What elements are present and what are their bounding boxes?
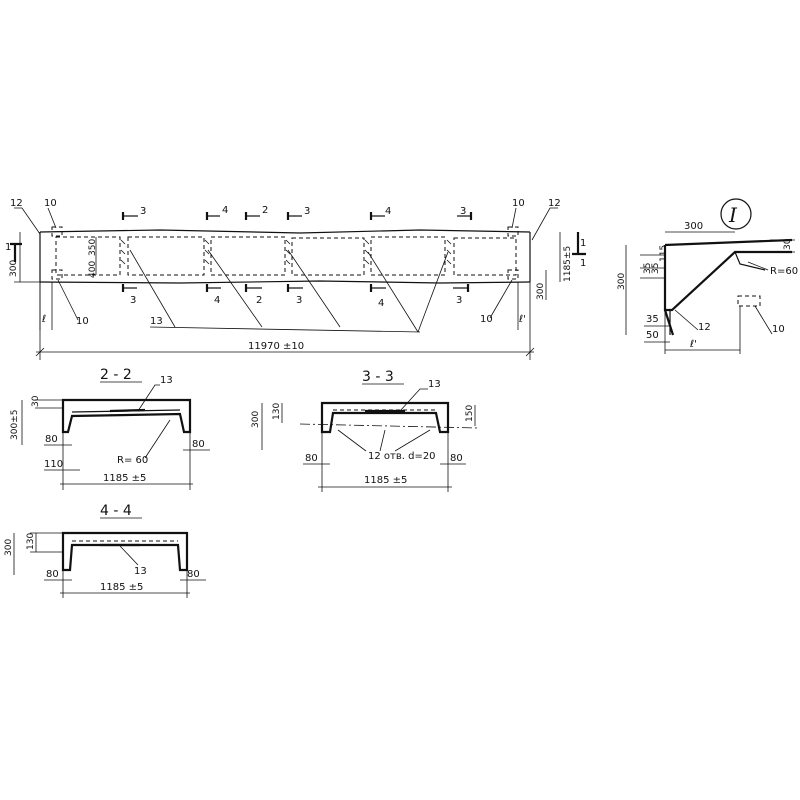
section-2-2: 2 - 2 13 30 300±5 80 80 110 R= 60 1185 ±… [10,367,210,490]
section-3-3-dim-80l: 80 [305,453,318,464]
svg-text:2: 2 [256,295,262,306]
node-I-dim-50: 50 [646,330,659,341]
section-2-2-dim-h: 300±5 [10,410,20,440]
section-4-4-profile [61,531,189,572]
section-2-2-dim-110: 110 [44,459,63,470]
section-2-2-profile [61,398,192,434]
plan-label-12-right: 12 [548,198,561,209]
section-3-3-axis [299,423,479,429]
section-4-4: 4 - 4 300 130 80 80 13 1185 ±5 [4,503,206,598]
node-I-circle [720,198,752,230]
node-I-insert [737,295,761,307]
plan-insert-left-bottom [51,269,63,280]
section-3-3-dim-80r: 80 [450,453,463,464]
plan-dim-width: 1185±5 [563,246,573,282]
plan-label-13: 13 [150,316,163,327]
plan-top-edge [39,229,531,234]
section-3-3-holes: 12 отв. d=20 [368,451,436,462]
section-2-2-dim-80r: 80 [192,439,205,450]
plan-cut1-right: 1 [580,238,586,249]
node-I-l1: ℓ' [690,339,697,350]
section-3-3-width: 1185 ±5 [364,475,407,486]
section-2-2-dim-80l: 80 [45,434,58,445]
svg-text:3: 3 [460,206,466,217]
node-I-label-10: 10 [772,324,785,335]
plan-cut1-left: 1 [5,242,11,253]
node-I-dim-300-vert: 300 [617,273,627,290]
plan-insert-right-top [507,226,519,237]
node-I-dim-35c: 35 [646,314,659,325]
plan-leaders-13 [129,249,449,333]
plan-dim-300-right: 300 [536,283,546,300]
plan-opening-4 [291,237,365,276]
plan-total-length: 11970 ±10 [248,341,304,352]
plan-view: 13 3 4 2 3 4 3 3 4 2 3 4 [5,198,586,360]
section-4-4-dim-80r: 80 [187,569,200,580]
section-2-2-dim-30: 30 [31,395,41,407]
plan-bottom-edge [39,280,531,284]
svg-text:4: 4 [385,206,391,217]
plan-cut-markers-top: 3 4 2 3 4 3 [121,205,473,220]
plan-insert-left-top [51,226,63,237]
node-I-profile [663,238,793,336]
section-4-4-width: 1185 ±5 [100,582,143,593]
section-3-3-title: 3 - 3 [362,369,394,385]
section-4-4-dim-h: 300 [4,539,14,556]
plan-opening-2 [127,236,205,276]
section-4-4-dim-130: 130 [26,533,36,550]
svg-text:3: 3 [296,295,302,306]
section-3-3-dim-h: 300 [251,411,261,428]
plan-joint-marks [120,239,452,265]
plan-dim-350: 350 [88,239,98,256]
node-I-detail: I 300 300 35 35 115 30 R=60 35 50 ℓ' 12 … [617,198,798,354]
plan-opening-6 [453,237,517,276]
plan-opening-1 [55,236,121,276]
node-I-label: I [728,203,738,227]
section-2-2-radius: R= 60 [117,455,148,466]
svg-text:1: 1 [580,258,586,269]
node-I-label-12: 12 [698,322,711,333]
section-2-2-width: 1185 ±5 [103,473,146,484]
svg-text:4: 4 [378,298,384,309]
plan-opening-5 [370,236,446,276]
svg-text:4: 4 [214,295,220,306]
plan-opening-3 [210,236,286,276]
plan-label-12-left: 12 [10,198,23,209]
node-I-radius: R=60 [770,266,798,277]
svg-text:3: 3 [130,295,136,306]
section-3-3-dim-150: 150 [465,405,475,422]
section-3-3: 3 - 3 13 300 130 150 80 80 12 отв. d=20 … [251,369,479,492]
plan-l-right: ℓ' [519,314,526,325]
node-I-dim-30: 30 [783,238,793,250]
svg-text:2: 2 [262,205,268,216]
section-4-4-title: 4 - 4 [100,503,132,519]
section-3-3-label-13: 13 [428,379,441,390]
section-4-4-label-13: 13 [134,566,147,577]
plan-label-10-right-bottom: 10 [480,314,493,325]
plan-insert-right-bottom [507,269,519,280]
section-2-2-title: 2 - 2 [100,367,132,383]
section-4-4-dim-80l: 80 [46,569,59,580]
svg-text:3: 3 [456,295,462,306]
plan-label-10-left-top: 10 [44,198,57,209]
section-2-2-label-13: 13 [160,375,173,386]
plan-dim-300-left: 300 [9,260,19,277]
node-I-dim-300: 300 [684,221,703,232]
section-3-3-dim-130: 130 [272,403,282,420]
svg-text:3: 3 [140,206,146,217]
plan-dim-400: 400 [88,261,98,278]
plan-l-left: ℓ [42,314,46,325]
plan-label-10-right-top: 10 [512,198,525,209]
section-3-3-profile [320,401,450,434]
plan-label-10-left-bottom: 10 [76,316,89,327]
svg-text:3: 3 [304,206,310,217]
plan-cut-markers-bottom: 3 4 2 3 4 3 [121,284,470,309]
svg-text:4: 4 [222,205,228,216]
node-I-dim-115: 115 [659,245,669,262]
